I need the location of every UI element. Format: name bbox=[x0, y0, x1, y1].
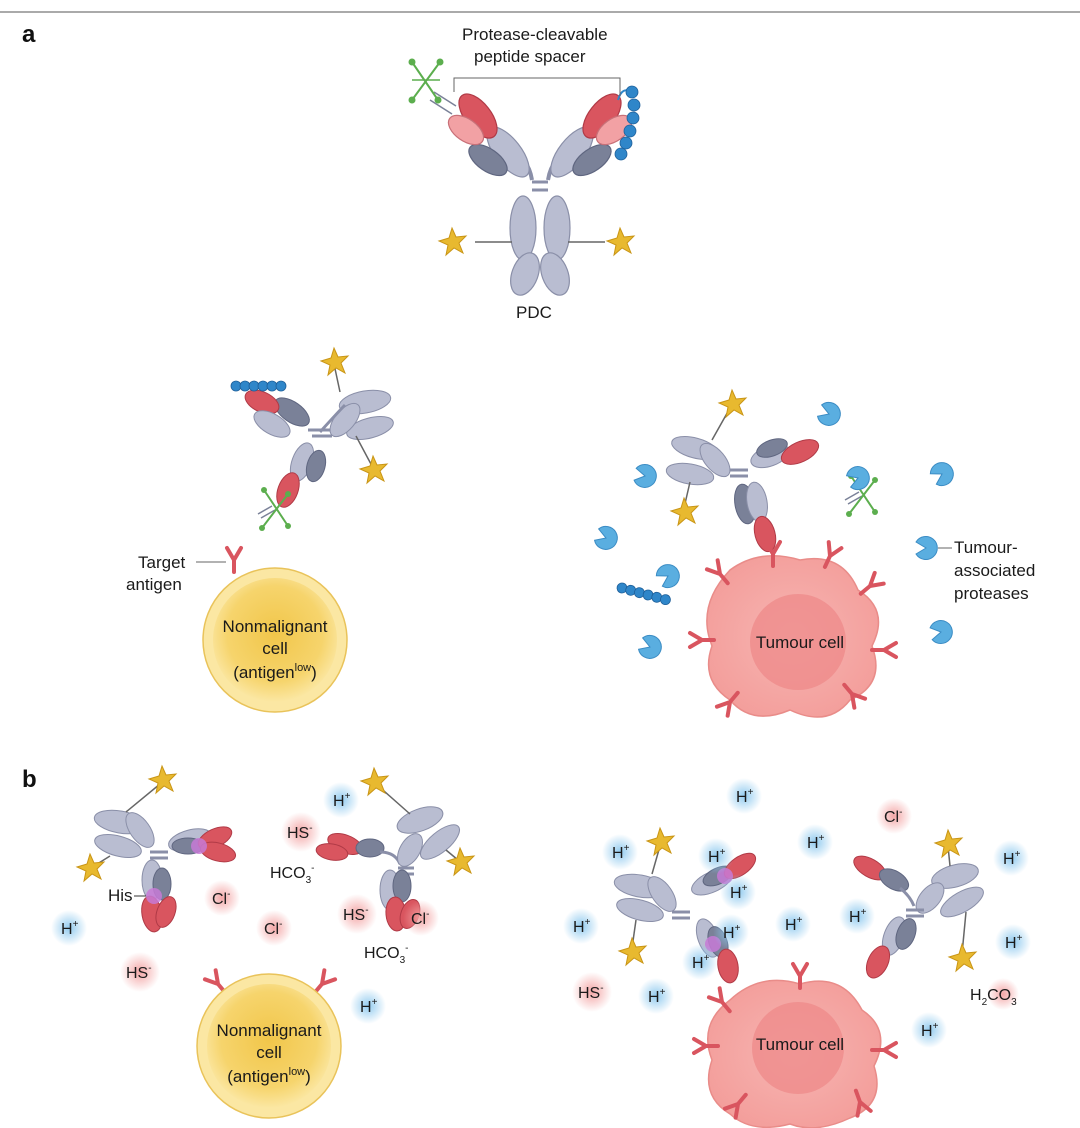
spacer-label: peptide spacer bbox=[474, 47, 586, 66]
ion-layer: H+ H+ H+ H+ H+ H+ H+ H+ H+ H+ H+ H+ H+ H… bbox=[51, 778, 1031, 1048]
protease-icon bbox=[592, 523, 622, 554]
tumour-receptor bbox=[870, 641, 898, 659]
bicarbonate-ion: HCO3- bbox=[270, 863, 314, 886]
proton-ion: H+ bbox=[849, 907, 867, 926]
nonmalignant-label: Nonmalignant bbox=[223, 617, 328, 636]
proton-ion: H+ bbox=[333, 791, 351, 810]
nonmalignant-cell bbox=[196, 973, 342, 1119]
chloride-ion: Cl- bbox=[884, 807, 902, 826]
proton-ion: H+ bbox=[573, 917, 591, 936]
nonmalignant-label: cell bbox=[262, 639, 288, 658]
antigen-low-label: (antigenlow) bbox=[227, 1066, 311, 1086]
spacer-label: Protease-cleavable bbox=[462, 25, 608, 44]
proton-ion: H+ bbox=[736, 787, 754, 806]
histidine-icon bbox=[146, 888, 162, 904]
unmasked-pdc-bound-to-tumour bbox=[665, 407, 820, 553]
masked-pdc-near-normal-cell bbox=[244, 363, 394, 508]
hydrosulfide-ion: HS- bbox=[578, 983, 604, 1002]
mask-linker-icon bbox=[408, 58, 457, 115]
pdc-middle-b bbox=[315, 783, 460, 932]
proteases-label: proteases bbox=[954, 584, 1029, 603]
proton-ion: H+ bbox=[921, 1021, 939, 1040]
payload-star-icon bbox=[360, 767, 389, 796]
tumour-cell-label: Tumour cell bbox=[756, 633, 844, 652]
hydrosulfide-ion: HS- bbox=[343, 905, 369, 924]
tumour-cell bbox=[707, 979, 882, 1128]
spacer-bracket bbox=[453, 77, 621, 96]
nonmalignant-cell bbox=[202, 567, 348, 713]
mask-peptide-icon bbox=[614, 85, 641, 161]
his-label: His bbox=[108, 886, 133, 905]
panel-label-b: b bbox=[22, 766, 37, 793]
pdc-right-b-right bbox=[853, 845, 984, 979]
bicarbonate-ion: HCO3- bbox=[364, 943, 408, 966]
histidine-icon bbox=[191, 838, 207, 854]
protease-icon bbox=[927, 457, 959, 490]
payload-star-icon bbox=[359, 455, 388, 484]
proton-ion: H+ bbox=[648, 987, 666, 1006]
target-antigen-label: antigen bbox=[126, 575, 182, 594]
nonmalignant-label: Nonmalignant bbox=[217, 1021, 322, 1040]
chloride-ion: Cl- bbox=[411, 909, 429, 928]
proton-ion: H+ bbox=[807, 833, 825, 852]
payload-star-icon bbox=[446, 847, 475, 876]
proton-ion: H+ bbox=[612, 843, 630, 862]
carbonic-acid: H2CO3 bbox=[970, 987, 1017, 1008]
payload-star-icon bbox=[948, 943, 977, 972]
proton-ion: H+ bbox=[730, 883, 748, 902]
proton-ion: H+ bbox=[1005, 933, 1023, 952]
pdc-label: PDC bbox=[516, 303, 552, 322]
mask-peptide-icon bbox=[230, 380, 287, 392]
hydrosulfide-ion: HS- bbox=[126, 963, 152, 982]
mask-linker-icon bbox=[257, 486, 292, 532]
proteases-label: associated bbox=[954, 561, 1035, 580]
proton-ion: H+ bbox=[723, 923, 741, 942]
protease-icon bbox=[632, 462, 659, 490]
protease-icon bbox=[653, 559, 685, 592]
panel-label-a: a bbox=[22, 21, 36, 48]
protease-icon bbox=[636, 632, 666, 663]
proton-ion: H+ bbox=[61, 919, 79, 938]
chloride-ion: Cl- bbox=[264, 919, 282, 938]
payload-star-icon bbox=[320, 347, 349, 376]
payload-star-icon bbox=[718, 389, 747, 418]
tumour-receptor bbox=[854, 570, 886, 602]
payload-star-icon bbox=[618, 937, 647, 966]
protease-icon bbox=[915, 536, 938, 560]
target-antigen-receptor bbox=[225, 546, 243, 574]
payload-star-icon bbox=[670, 497, 699, 526]
proton-ion: H+ bbox=[708, 847, 726, 866]
target-antigen-label: Target bbox=[138, 553, 186, 572]
payload-star-icon bbox=[76, 853, 105, 882]
antigen-low-label: (antigenlow) bbox=[233, 662, 317, 682]
protease-icon bbox=[815, 399, 845, 430]
chloride-ion: Cl- bbox=[212, 889, 230, 908]
proteases-label: Tumour- bbox=[954, 538, 1018, 557]
proton-ion: H+ bbox=[785, 915, 803, 934]
payload-star-icon bbox=[438, 227, 467, 256]
pdc-left-b bbox=[93, 783, 237, 933]
proton-ion: H+ bbox=[692, 953, 710, 972]
proton-ion: H+ bbox=[1003, 849, 1021, 868]
payload-star-icon bbox=[646, 827, 675, 856]
payload-star-icon bbox=[606, 227, 635, 256]
proton-ion: H+ bbox=[360, 997, 378, 1016]
hydrosulfide-ion: HS- bbox=[287, 823, 313, 842]
pdc-antibody bbox=[447, 93, 633, 296]
nonmalignant-label: cell bbox=[256, 1043, 282, 1062]
protease-icon bbox=[928, 618, 955, 646]
tumour-cell-label: Tumour cell bbox=[756, 1035, 844, 1054]
tumour-cell bbox=[706, 555, 880, 718]
